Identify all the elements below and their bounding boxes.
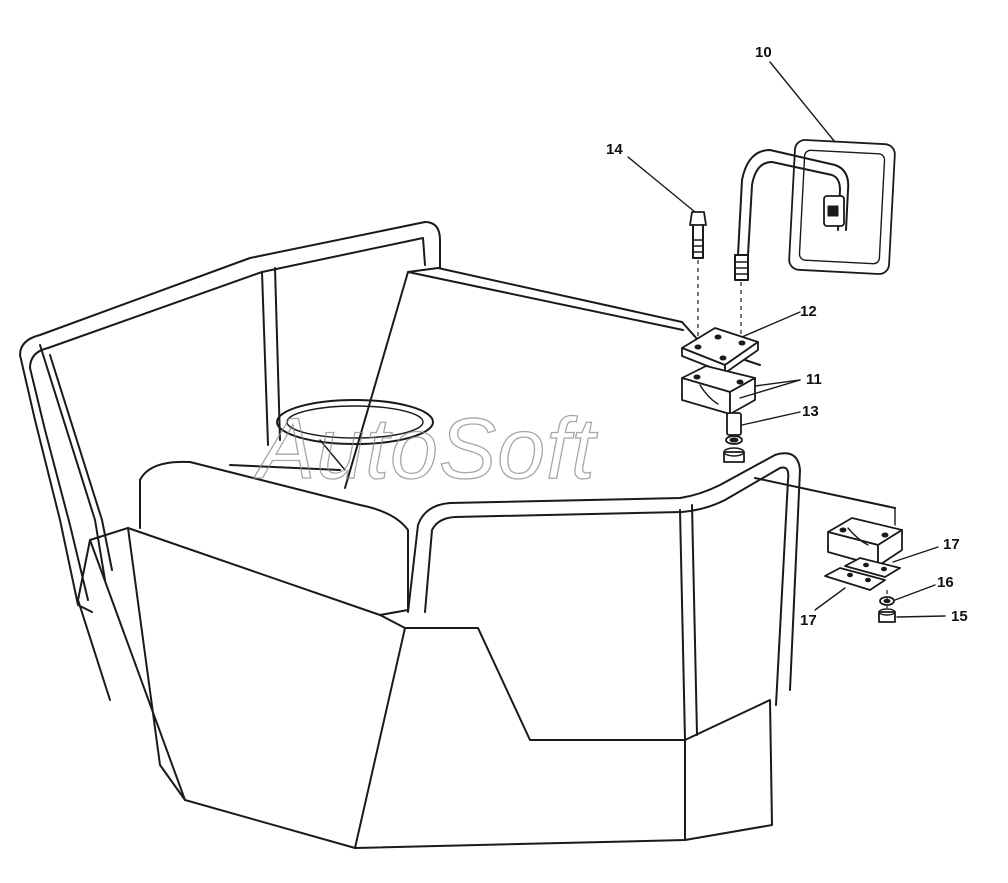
callout-14: 14: [606, 141, 623, 158]
lower-bracket: [824, 517, 903, 623]
callout-15: 15: [951, 608, 968, 625]
bolt: [689, 211, 707, 340]
callout-16: 16: [937, 574, 954, 591]
roll-cage: [19, 221, 801, 741]
cab-body: [77, 267, 896, 849]
callout-12: 12: [800, 303, 817, 320]
callout-13: 13: [802, 403, 819, 420]
callout-10: 10: [755, 44, 772, 61]
mirror-assembly: [734, 139, 896, 352]
callout-17-upper: 17: [943, 536, 960, 553]
callout-11: 11: [806, 371, 822, 388]
watermark-text: AutoSoft: [253, 401, 598, 497]
clamp-blocks: [681, 365, 756, 415]
clamp-plate: [681, 327, 759, 374]
callout-17-lower: 17: [800, 612, 817, 629]
leader-lines: [627, 61, 946, 618]
spacer-and-nut: [723, 412, 745, 463]
